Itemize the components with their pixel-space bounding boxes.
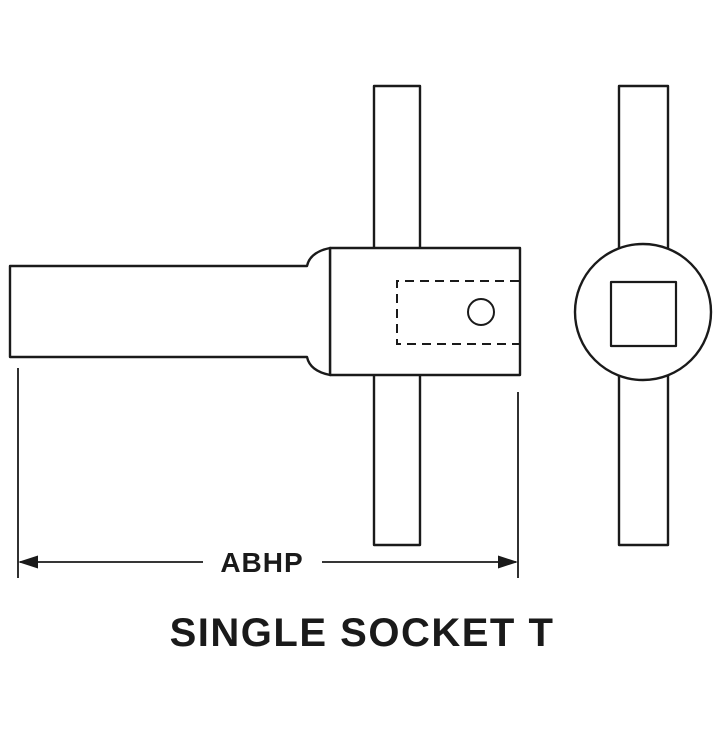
front-hidden-cavity (396, 280, 519, 345)
dimension-arrow-left-icon (18, 555, 38, 569)
dimension-arrow-right-icon (498, 555, 518, 569)
front-bottom-bar (372, 368, 422, 547)
dimension-label: ABHP (220, 547, 303, 578)
front-top-bar (372, 84, 422, 258)
side-square-drive (609, 280, 678, 348)
side-view (573, 84, 713, 547)
diagram-title: SINGLE SOCKET T (170, 611, 555, 655)
front-handle-shank (8, 246, 332, 377)
front-view (8, 84, 522, 547)
front-pin-hole (467, 298, 495, 326)
dimension-group: ABHP (17, 368, 519, 578)
